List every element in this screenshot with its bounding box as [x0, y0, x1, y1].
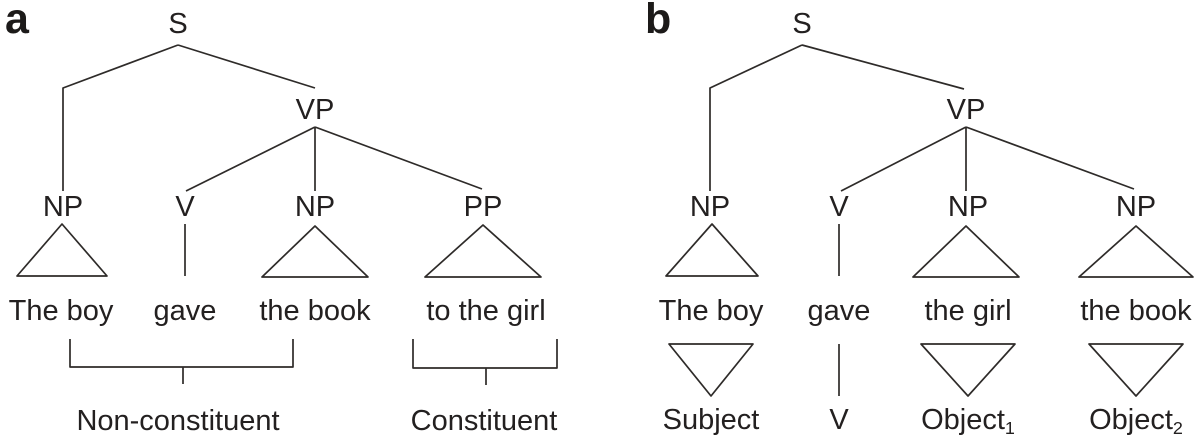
node-vp-a: VP	[295, 94, 335, 126]
node-v-a: V	[175, 191, 195, 223]
object1-role-label: Object1	[921, 404, 1015, 439]
node-np-object1-b: NP	[947, 191, 989, 223]
np-object2-triangle-b	[1078, 225, 1194, 278]
non-constituent-bracket	[69, 339, 294, 384]
subject-role-triangle	[668, 343, 754, 397]
node-np-object-a: NP	[294, 191, 336, 223]
edges-vp-children-a	[185, 126, 483, 192]
edge-s-vp-b	[801, 44, 965, 90]
node-pp-a: PP	[463, 191, 503, 223]
object1-role-base: Object	[921, 404, 1005, 436]
word-to-the-girl-a: to the girl	[426, 295, 546, 327]
subject-role-label: Subject	[662, 404, 760, 436]
node-np-subject-b: NP	[689, 191, 731, 223]
panel-b-tree-edges	[665, 44, 1194, 397]
node-s-a: S	[168, 8, 188, 40]
word-the-boy-a: The boy	[8, 295, 114, 327]
object2-role-triangle	[1088, 343, 1184, 397]
object1-role-triangle	[920, 343, 1016, 397]
word-gave-b: gave	[807, 295, 871, 327]
word-gave-a: gave	[153, 295, 217, 327]
panel-b-label: b	[645, 0, 672, 43]
object2-role-base: Object	[1089, 404, 1173, 436]
word-the-girl-b: the girl	[924, 295, 1012, 327]
pp-triangle-a	[424, 224, 542, 278]
np-subject-triangle-a	[16, 223, 108, 277]
edge-s-vp-a	[177, 44, 316, 89]
word-the-boy-b: The boy	[658, 295, 764, 327]
node-np-subject-a: NP	[42, 191, 84, 223]
v-role-label: V	[829, 404, 849, 436]
panel-a-label: a	[5, 0, 29, 43]
edge-s-np-b	[709, 44, 803, 191]
object1-role-subscript: 1	[1004, 418, 1015, 439]
object2-role-subscript: 2	[1172, 418, 1183, 439]
constituent-bracket	[412, 339, 558, 385]
node-np-object2-b: NP	[1115, 191, 1157, 223]
np-subject-triangle-b	[665, 223, 759, 277]
np-object-triangle-a	[261, 225, 369, 278]
object2-role-label: Object2	[1089, 404, 1183, 439]
node-s-b: S	[792, 8, 812, 40]
edge-s-np-a	[62, 44, 179, 191]
node-v-b: V	[829, 191, 849, 223]
word-the-book-b: the book	[1080, 295, 1192, 327]
non-constituent-caption: Non-constituent	[76, 405, 280, 437]
constituent-caption: Constituent	[410, 405, 558, 437]
np-object1-triangle-b	[912, 225, 1020, 278]
edges-vp-children-b	[840, 126, 1135, 192]
word-the-book-a: the book	[259, 295, 371, 327]
panel-a-tree-edges	[16, 44, 558, 385]
node-vp-b: VP	[946, 94, 986, 126]
